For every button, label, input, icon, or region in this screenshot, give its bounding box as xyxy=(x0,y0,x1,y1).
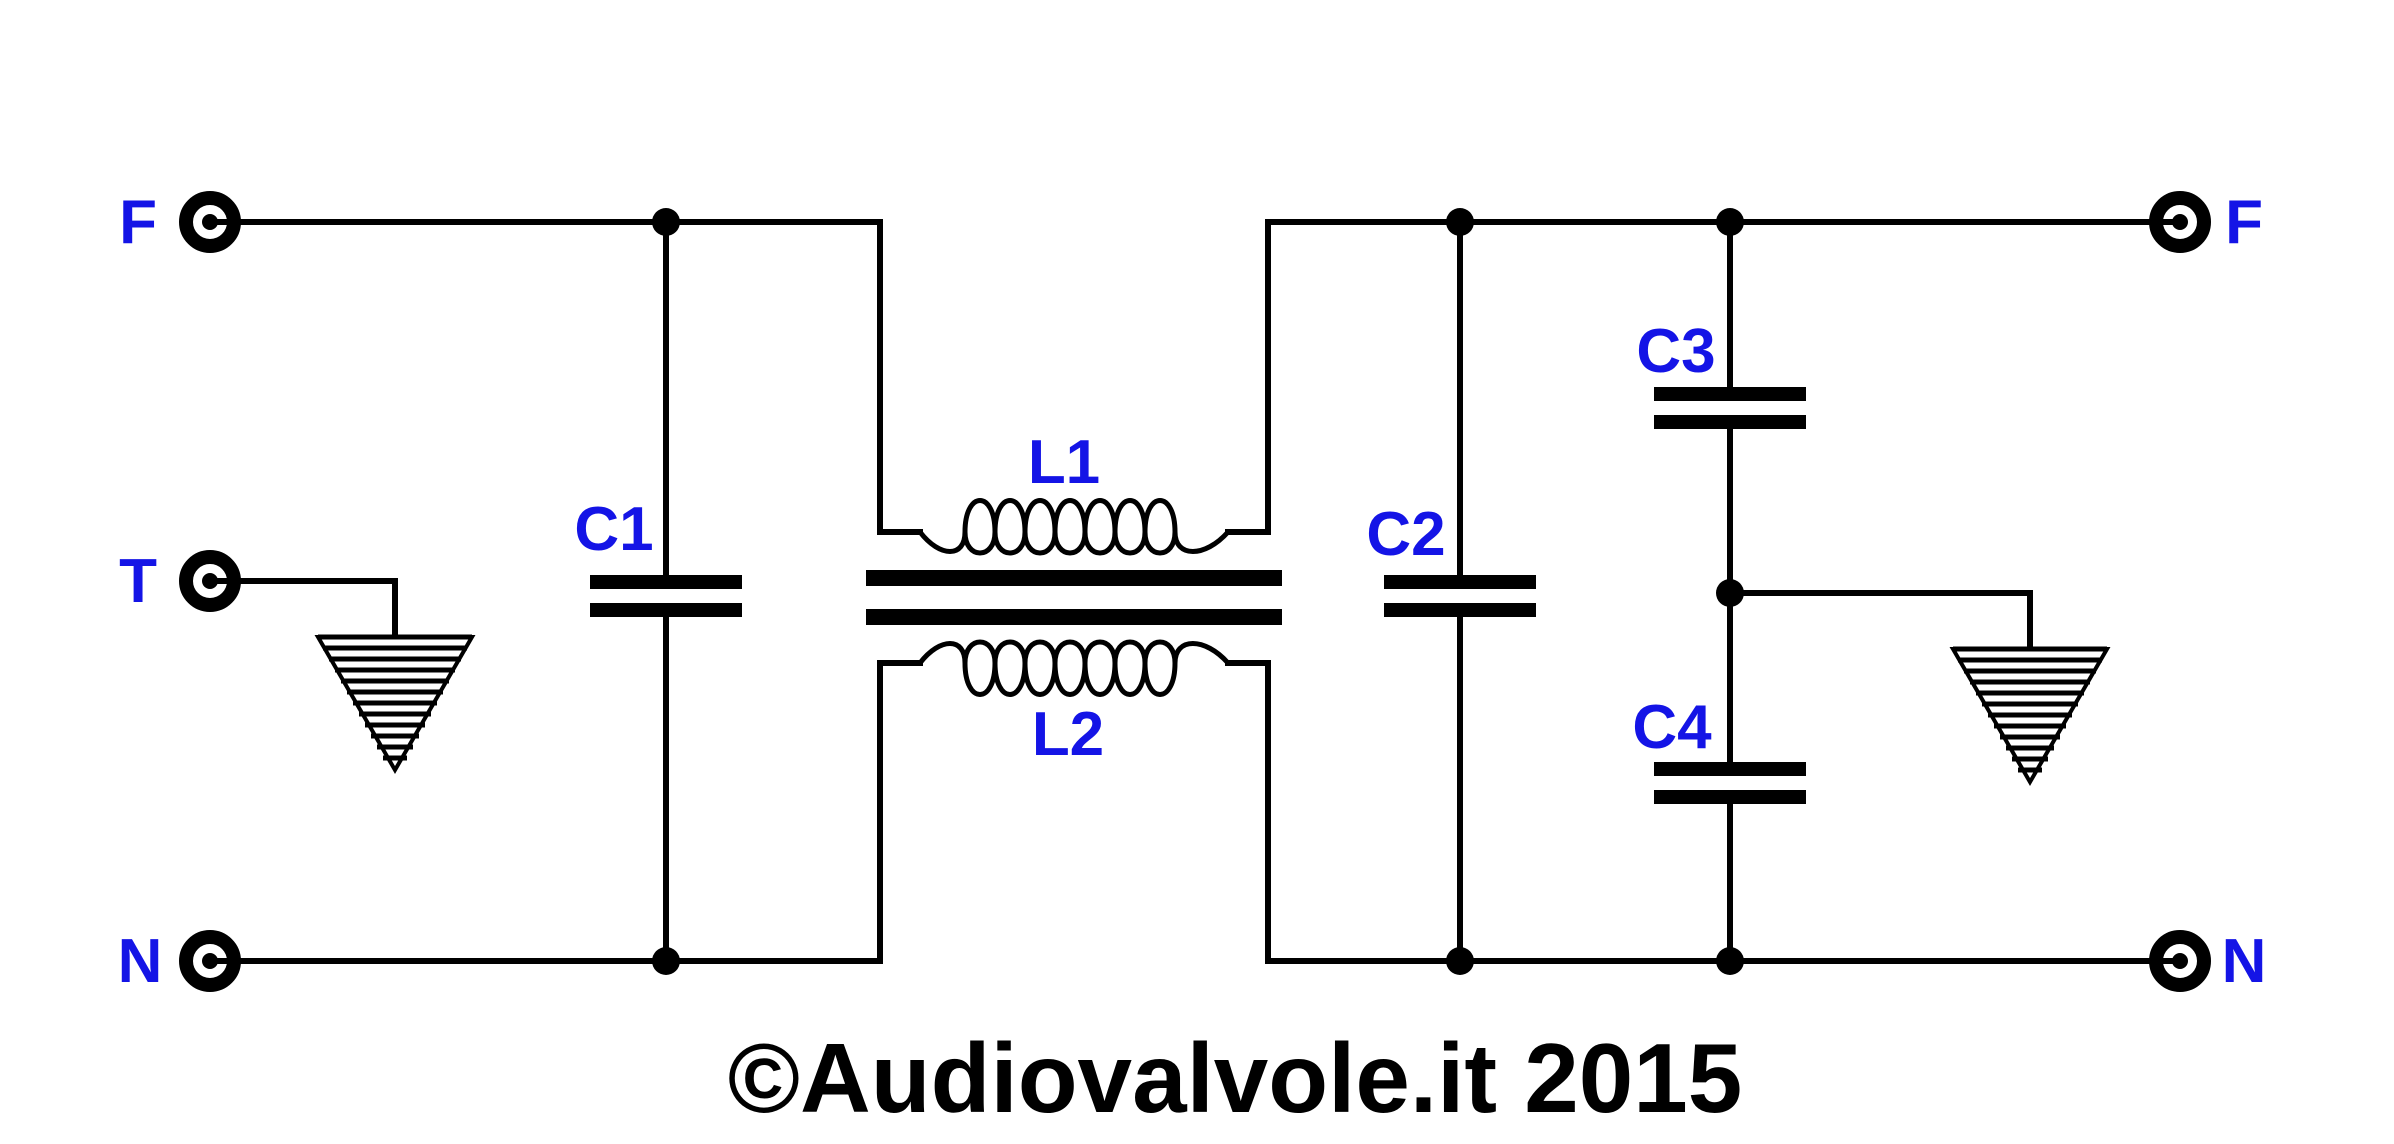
wire-bottom-left xyxy=(207,660,923,964)
junction-dot xyxy=(1716,947,1744,975)
inductor-core xyxy=(866,570,1282,625)
terminal-label-left-mid: T xyxy=(119,547,157,616)
wire-t-ground xyxy=(207,578,398,637)
inductor-l2-coil xyxy=(918,639,1230,697)
junction-dot xyxy=(652,947,680,975)
component-label-c1: C1 xyxy=(574,495,653,564)
terminal-label-left-top: F xyxy=(119,188,157,257)
ground-right-icon xyxy=(1949,646,2111,786)
labels: F T N F N C1 C2 C3 C4 L1 L2 ©Audiovalvol… xyxy=(118,188,2267,1133)
junction-dot xyxy=(1716,579,1744,607)
component-label-c3: C3 xyxy=(1636,317,1715,386)
component-label-c2: C2 xyxy=(1366,500,1445,569)
capacitor-c3 xyxy=(1654,387,1806,429)
wire-mid-ground xyxy=(1727,590,2033,649)
terminal-right-top-icon xyxy=(2149,191,2211,253)
terminal-label-right-bottom: N xyxy=(2222,927,2267,996)
terminal-label-left-bottom: N xyxy=(118,927,163,996)
capacitor-c4 xyxy=(1654,762,1806,804)
component-label-l1: L1 xyxy=(1028,428,1100,497)
junction-dot xyxy=(1446,208,1474,236)
copyright-text: ©Audiovalvole.it 2015 xyxy=(728,1023,1742,1133)
ground-left-icon xyxy=(314,634,476,774)
component-label-c4: C4 xyxy=(1632,693,1712,762)
terminal-label-right-top: F xyxy=(2225,188,2263,257)
terminal-left-mid-icon xyxy=(179,550,241,612)
junction-dot xyxy=(1446,947,1474,975)
capacitor-c1 xyxy=(590,575,742,617)
terminal-left-bottom-icon xyxy=(179,930,241,992)
terminal-right-bottom-icon xyxy=(2149,930,2211,992)
wires xyxy=(207,219,2183,964)
terminal-left-top-icon xyxy=(179,191,241,253)
inductor-l1-coil xyxy=(918,498,1230,556)
junction-dot xyxy=(652,208,680,236)
junction-dots xyxy=(652,208,1744,975)
wire-top-left xyxy=(207,219,923,535)
component-label-l2: L2 xyxy=(1032,700,1104,769)
capacitor-c2 xyxy=(1384,575,1536,617)
junction-dot xyxy=(1716,208,1744,236)
